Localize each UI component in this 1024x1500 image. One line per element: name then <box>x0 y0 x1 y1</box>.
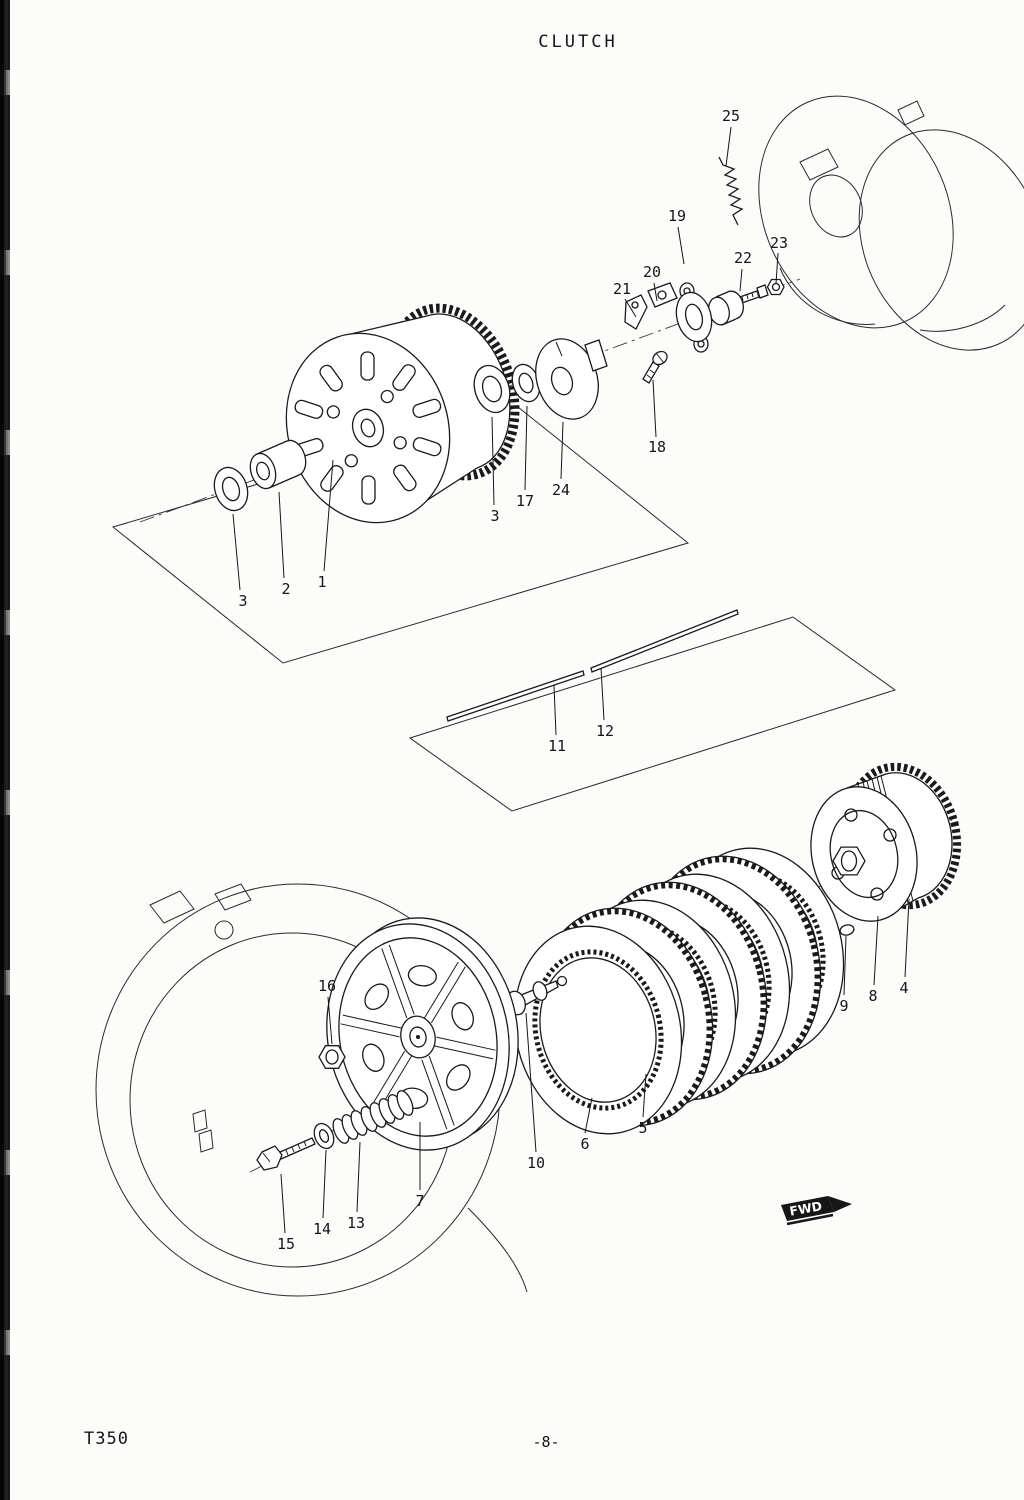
clutch-housing-drawing <box>285 303 520 524</box>
callout-7: 7 <box>415 1192 425 1210</box>
callout-20: 20 <box>642 263 662 281</box>
callout-18: 18 <box>647 438 667 456</box>
screw-18-drawing <box>642 350 668 384</box>
model-code: T350 <box>84 1429 129 1449</box>
spacer-sleeve-drawing <box>249 439 307 490</box>
callout-15: 15 <box>276 1235 296 1253</box>
callout-21: 21 <box>612 280 632 298</box>
washer-3-upper-drawing <box>473 364 511 414</box>
callout-22: 22 <box>733 249 753 267</box>
callout-24: 24 <box>551 481 571 499</box>
callout-17: 17 <box>515 492 535 510</box>
fwd-badge-label: FWD <box>788 1198 823 1218</box>
callout-25: 25 <box>721 107 741 125</box>
callout-11: 11 <box>547 737 567 755</box>
push-rod-11-drawing <box>446 670 585 722</box>
page-number: -8- <box>532 1433 560 1451</box>
callout-23: 23 <box>769 234 789 252</box>
callout-2: 2 <box>281 580 291 598</box>
clutch-plate-stack-drawing <box>513 847 845 1135</box>
clutch-spring-drawing <box>332 1090 414 1144</box>
fwd-badge: FWD <box>781 1196 852 1226</box>
release-cam-drawing <box>535 338 608 420</box>
callout-19: 19 <box>667 207 687 225</box>
clutch-hub-drawing <box>810 762 962 936</box>
callout-13: 13 <box>346 1214 366 1232</box>
callout-14: 14 <box>312 1220 332 1238</box>
pressure-plate-drawing <box>326 917 519 1151</box>
push-rod-12-drawing <box>590 609 739 673</box>
callout-5: 5 <box>638 1119 648 1137</box>
callout-3-lower: 3 <box>238 592 248 610</box>
thrust-washer-left-drawing <box>213 466 249 512</box>
callout-12: 12 <box>595 722 615 740</box>
callout-1: 1 <box>317 573 327 591</box>
callout-16: 16 <box>317 977 337 995</box>
callout-6: 6 <box>580 1135 590 1153</box>
tension-spring-drawing <box>718 156 744 226</box>
hub-nut-drawing <box>318 1045 346 1069</box>
callout-8: 8 <box>868 987 878 1005</box>
page-title: CLUTCH <box>538 32 618 52</box>
leader-lines <box>232 126 910 1234</box>
spring-bolt-drawing <box>256 1137 316 1171</box>
callout-10: 10 <box>526 1154 546 1172</box>
crankcase-drawing <box>758 95 1024 351</box>
callout-9: 9 <box>839 997 849 1015</box>
spring-washer-drawing <box>313 1122 335 1150</box>
callout-4: 4 <box>899 979 909 997</box>
release-mechanism-drawing <box>624 278 785 353</box>
callout-3-upper: 3 <box>490 507 500 525</box>
